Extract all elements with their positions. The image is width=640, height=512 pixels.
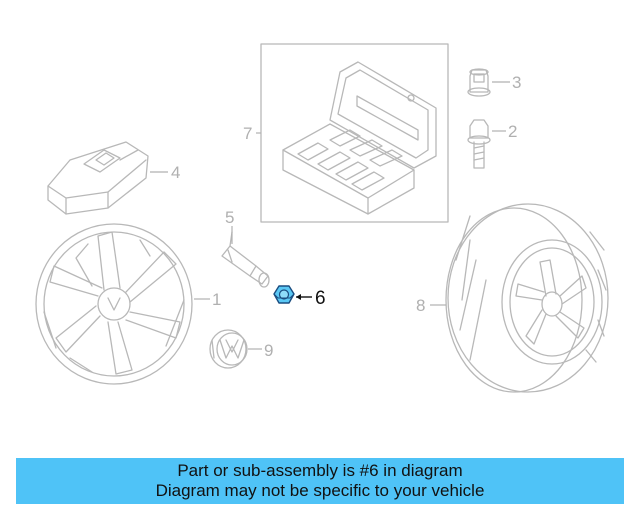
callout-9[interactable]: 9 [264,341,273,360]
alloy-wheel-part[interactable] [35,223,193,385]
wheel-center-cap-part[interactable] [209,329,248,369]
parts-diagram: 7 3 2 4 5 [35,43,609,393]
part-info-banner: Part or sub-assembly is #6 in diagram Di… [16,458,624,504]
banner-line-part-number: Part or sub-assembly is #6 in diagram [177,461,463,480]
callout-4[interactable]: 4 [171,163,180,182]
callout-5[interactable]: 5 [225,208,234,227]
valve-nut-part-highlighted[interactable] [273,285,295,304]
tire-pressure-sensor-part[interactable] [47,141,149,215]
tool-kit-case-part[interactable] [260,43,449,223]
callout-2[interactable]: 2 [508,122,517,141]
valve-stem-part[interactable] [221,231,270,288]
callout-1[interactable]: 1 [212,290,221,309]
callout-7[interactable]: 7 [243,124,252,143]
wheel-lock-bolt-part[interactable] [467,119,491,169]
callout-6[interactable]: 6 [315,288,326,309]
banner-line-disclaimer: Diagram may not be specific to your vehi… [155,481,485,500]
callout-8[interactable]: 8 [416,296,425,315]
callout-3[interactable]: 3 [512,73,521,92]
wheel-lock-cap-part[interactable] [467,68,491,97]
tire-and-wheel-assembly-part[interactable] [445,203,609,393]
